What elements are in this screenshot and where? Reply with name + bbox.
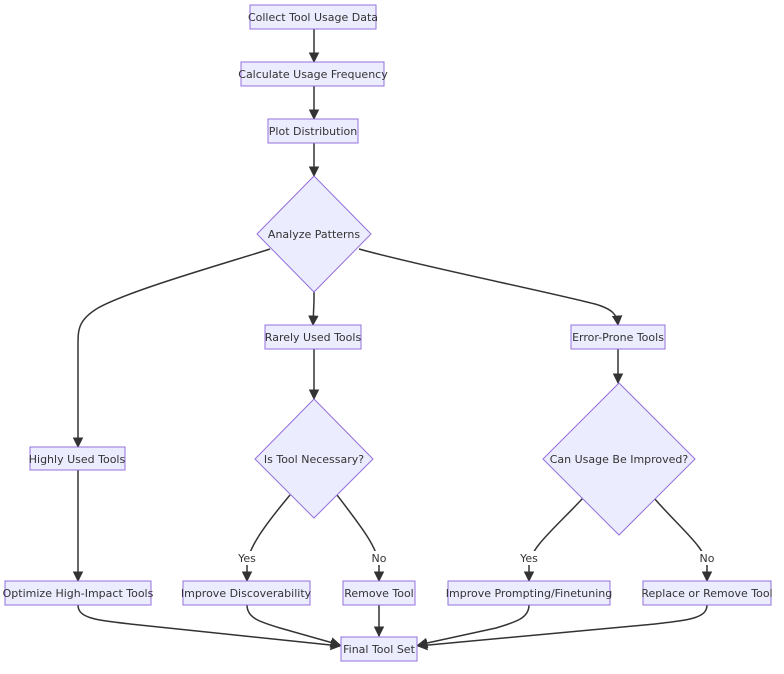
edge-analyze-to-error: [358, 248, 623, 327]
edge-improved-to-replace: [653, 497, 713, 583]
edge-label-bg: [698, 551, 716, 565]
node-label: Plot Distribution: [269, 125, 357, 138]
edge-necessary-to-discover: [241, 494, 291, 583]
node-label: Final Tool Set: [343, 643, 415, 656]
edge-label-bg: [237, 551, 257, 565]
node-optimize-high-impact-tools: Optimize High-Impact Tools: [3, 580, 154, 606]
edge-optimize-to-final: [77, 604, 342, 651]
edge-prompting-to-final: [416, 604, 530, 649]
edge-label-necessary-yes: Yes: [237, 552, 256, 565]
node-label: Can Usage Be Improved?: [550, 453, 689, 466]
node-label: Rarely Used Tools: [265, 331, 362, 344]
edges: [72, 29, 713, 651]
node-label: Remove Tool: [344, 587, 414, 600]
edge-discover-to-final: [246, 604, 342, 648]
edge-replace-to-final: [416, 604, 708, 651]
node-label: Highly Used Tools: [29, 453, 126, 466]
node-error-prone-tools: Error-Prone Tools: [570, 324, 666, 350]
node-label: Analyze Patterns: [268, 228, 360, 241]
node-calculate-usage-frequency: Calculate Usage Frequency: [238, 61, 388, 87]
edge-label-improved-no: No: [700, 552, 715, 565]
node-improve-prompting-finetuning: Improve Prompting/Finetuning: [446, 580, 613, 606]
node-final-tool-set: Final Tool Set: [340, 636, 418, 662]
node-label: Is Tool Necessary?: [264, 453, 364, 466]
node-label: Collect Tool Usage Data: [248, 11, 378, 24]
edge-necessary-to-remove: [336, 494, 385, 583]
node-collect-tool-usage-data: Collect Tool Usage Data: [248, 4, 378, 30]
node-label: Optimize High-Impact Tools: [3, 587, 154, 600]
edge-analyze-to-rarely: [308, 292, 319, 327]
node-highly-used-tools: Highly Used Tools: [29, 446, 126, 471]
node-rarely-used-tools: Rarely Used Tools: [264, 324, 362, 350]
edge-labels: Yes No Yes No: [237, 551, 716, 565]
decision-can-usage-be-improved: Can Usage Be Improved?: [542, 382, 696, 536]
node-plot-distribution: Plot Distribution: [267, 118, 359, 144]
edge-label-improved-yes: Yes: [519, 552, 538, 565]
node-label: Improve Discoverability: [181, 587, 312, 600]
node-improve-discoverability: Improve Discoverability: [181, 580, 312, 606]
decision-analyze-patterns: Analyze Patterns: [256, 175, 372, 293]
nodes: Collect Tool Usage Data Calculate Usage …: [3, 4, 773, 662]
node-label: Error-Prone Tools: [572, 331, 664, 344]
node-label: Replace or Remove Tool: [641, 587, 772, 600]
node-label: Improve Prompting/Finetuning: [446, 587, 613, 600]
decision-is-tool-necessary: Is Tool Necessary?: [254, 398, 374, 519]
node-label: Calculate Usage Frequency: [238, 68, 388, 81]
edge-label-bg: [370, 551, 388, 565]
edge-analyze-to-highly: [72, 248, 271, 449]
edge-improved-to-prompting: [523, 497, 584, 583]
edge-label-necessary-no: No: [372, 552, 387, 565]
node-replace-or-remove-tool: Replace or Remove Tool: [641, 580, 773, 606]
edge-label-bg: [519, 551, 539, 565]
node-remove-tool: Remove Tool: [342, 580, 416, 606]
